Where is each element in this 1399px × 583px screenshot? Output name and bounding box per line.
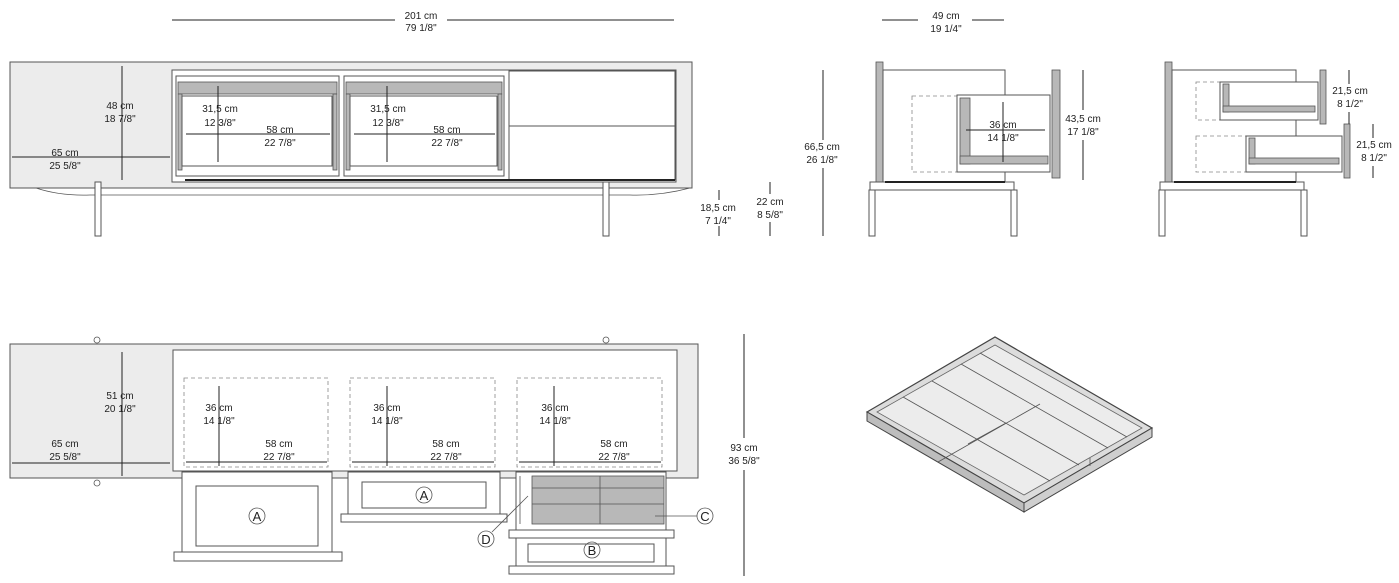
drawer-front-cm: 43,5 cm xyxy=(1065,114,1101,125)
small-drawer-1-cm: 21,5 cm xyxy=(1332,86,1368,97)
total-height-a-in: 26 1/8" xyxy=(806,155,838,166)
bay-width-1-cm: 58 cm xyxy=(265,439,292,450)
callout-b: B xyxy=(588,543,597,558)
total-height-b-cm: 93 cm xyxy=(730,443,757,454)
bay-width-2-cm: 58 cm xyxy=(432,439,459,450)
cutlery-tray-isometric xyxy=(865,336,1154,513)
depth-top-in: 19 1/4" xyxy=(930,24,962,35)
door-height-b-in: 20 1/8" xyxy=(104,404,136,415)
drawer-height-2-in: 12 3/8" xyxy=(372,118,404,129)
internal-drawer-in: 14 1/8" xyxy=(987,133,1019,144)
leg-height-cm: 18,5 cm xyxy=(700,203,736,214)
drawer-height-2-cm: 31,5 cm xyxy=(370,104,406,115)
side-section-small-drawers: 21,5 cm 8 1/2" 21,5 cm 8 1/2" xyxy=(1158,61,1392,237)
bay-width-3-cm: 58 cm xyxy=(600,439,627,450)
side-width-b-cm: 65 cm xyxy=(51,439,78,450)
bay-width-1-in: 22 7/8" xyxy=(263,452,295,463)
drawer-height-1-in: 12 3/8" xyxy=(204,118,236,129)
bay-width-3-in: 22 7/8" xyxy=(598,452,630,463)
plan-view: 51 cm 20 1/8" 65 cm 25 5/8" 36 cm 14 1/8… xyxy=(9,334,760,576)
front-elevation: 201 cm 79 1/8" 48 cm 18 7/8" 65 cm 25 5/… xyxy=(9,11,840,237)
drawer-front-in: 17 1/8" xyxy=(1067,127,1099,138)
side-width-a-in: 25 5/8" xyxy=(49,161,81,172)
drawer-width-2-cm: 58 cm xyxy=(433,125,460,136)
internal-drawer-cm: 36 cm xyxy=(989,120,1016,131)
drawer-width-2-in: 22 7/8" xyxy=(431,138,463,149)
bay-width-2-in: 22 7/8" xyxy=(430,452,462,463)
drawer-width-1-cm: 58 cm xyxy=(266,125,293,136)
small-drawer-2-in: 8 1/2" xyxy=(1361,153,1387,164)
bay-depth-2-in: 14 1/8" xyxy=(371,416,403,427)
bay-depth-3-in: 14 1/8" xyxy=(539,416,571,427)
bay-depth-1-in: 14 1/8" xyxy=(203,416,235,427)
depth-top-cm: 49 cm xyxy=(932,11,959,22)
side-width-b-in: 25 5/8" xyxy=(49,452,81,463)
door-height-b-cm: 51 cm xyxy=(106,391,133,402)
side-width-a-cm: 65 cm xyxy=(51,148,78,159)
total-width-cm: 201 cm xyxy=(405,11,438,22)
small-drawer-1-in: 8 1/2" xyxy=(1337,99,1363,110)
callout-a1: A xyxy=(253,509,262,524)
side-section-drawer: 49 cm 19 1/4" 36 cm 14 1/8" 43,5 cm 17 1… xyxy=(868,11,1101,237)
bay-depth-3-cm: 36 cm xyxy=(541,403,568,414)
total-height-a-cm: 66,5 cm xyxy=(804,142,840,153)
callout-a2: A xyxy=(420,488,429,503)
callout-c: C xyxy=(700,509,709,524)
leg-height-in: 7 1/4" xyxy=(705,216,731,227)
base-height-in: 8 5/8" xyxy=(757,210,783,221)
total-height-b-in: 36 5/8" xyxy=(728,456,760,467)
bay-depth-1-cm: 36 cm xyxy=(205,403,232,414)
door-height-a-in: 18 7/8" xyxy=(104,114,136,125)
bay-depth-2-cm: 36 cm xyxy=(373,403,400,414)
drawer-height-1-cm: 31,5 cm xyxy=(202,104,238,115)
drawer-width-1-in: 22 7/8" xyxy=(264,138,296,149)
door-height-a-cm: 48 cm xyxy=(106,101,133,112)
callout-d: D xyxy=(481,532,490,547)
total-width-in: 79 1/8" xyxy=(405,23,437,34)
base-height-cm: 22 cm xyxy=(756,197,783,208)
small-drawer-2-cm: 21,5 cm xyxy=(1356,140,1392,151)
